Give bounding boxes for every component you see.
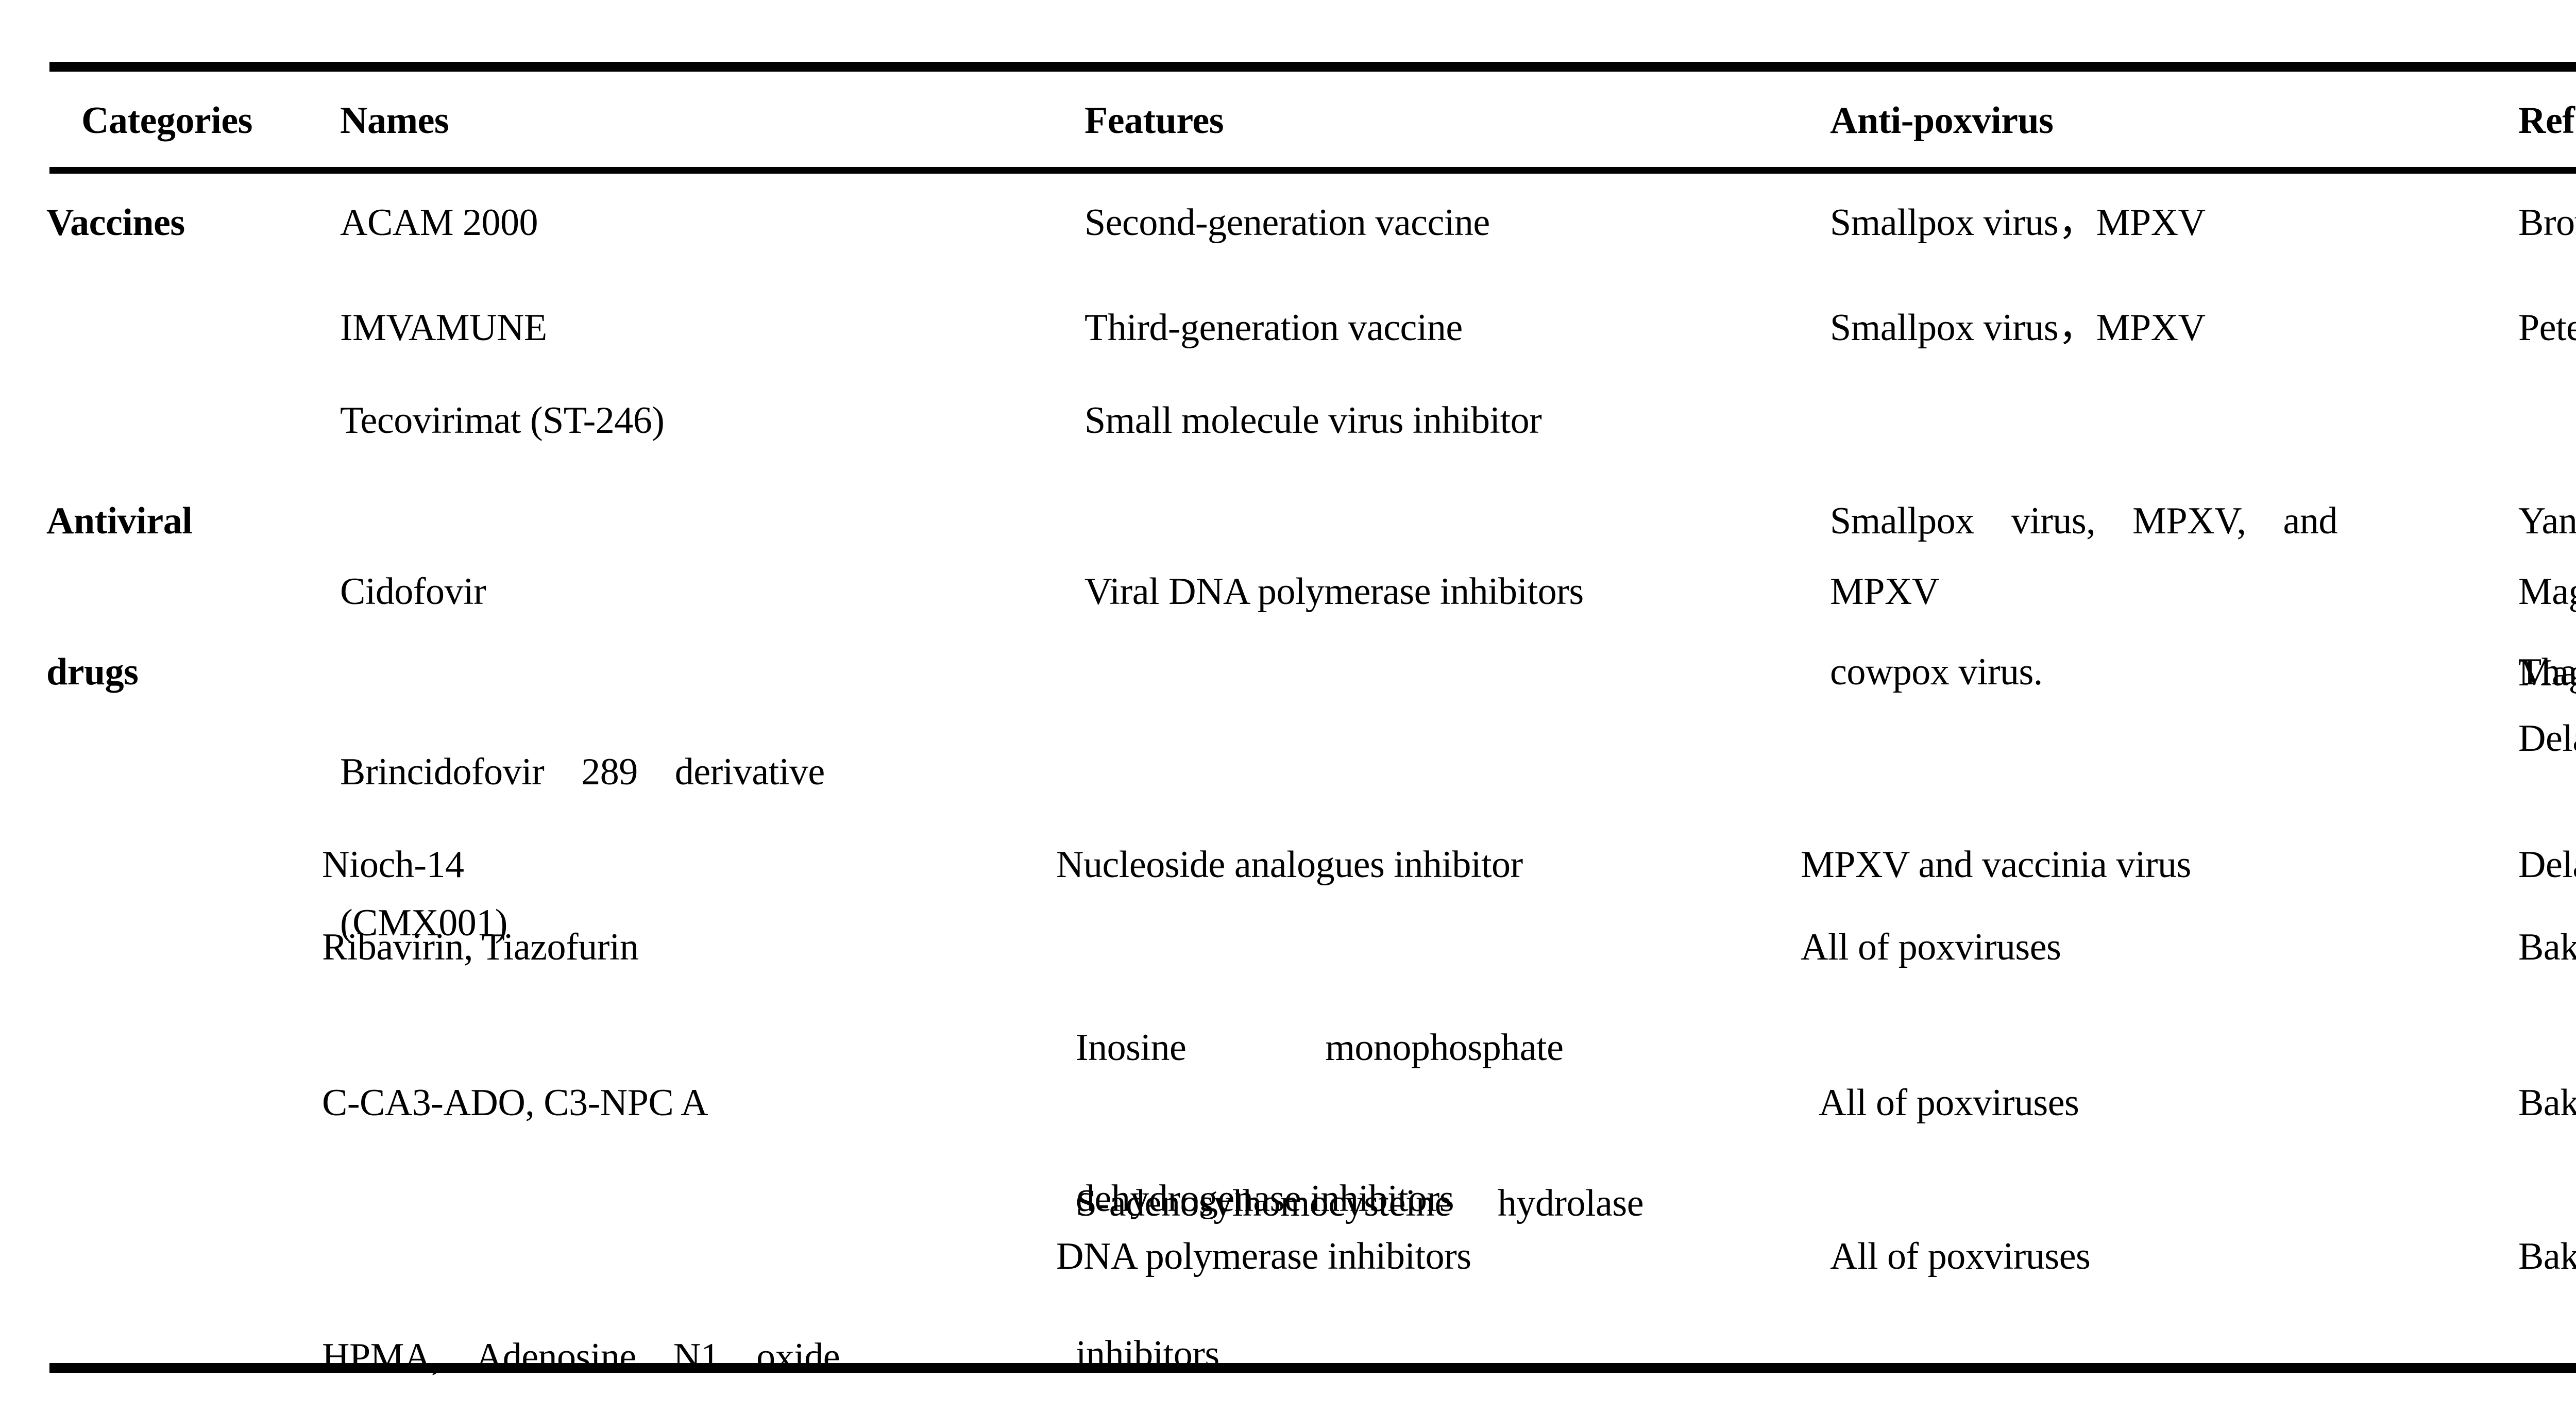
table-row-anti-ribavirin: All of poxviruses [1801, 926, 2061, 968]
table-row-name-hpma: HPMA, Adenosine N1 oxide (ANO) [322, 1232, 1038, 1412]
table-row-reference-brincidofovir-1: Magee et al., 2005 [2518, 652, 2576, 694]
table-row-reference-ribavirin: Baker et al., 2003 [2518, 926, 2576, 968]
table-row-anti-cca3ado: All of poxviruses [1819, 1082, 2079, 1124]
table-row-name-cca3ado: C-CA3-ADO, C3-NPC A [322, 1082, 708, 1124]
column-header-reference: Reference [2518, 99, 2576, 142]
category-antiviral-line2: drugs [46, 651, 139, 694]
table-row-features-nioch14: Nucleoside analogues inhibitor [1056, 844, 1523, 886]
table-row-features-cca3ado: S-adenosylhomocysteine hydrolase inhibit… [1076, 1078, 1807, 1412]
reference-tecovirimat-line1: Yang et al., 2005, [2518, 500, 2576, 543]
table-row-anti-cidofovir: MPXV [1830, 570, 1939, 613]
table-row-reference-cidofovir: Magee et al., 2008 [2518, 570, 2576, 613]
anti-tecovirimat-line2: cowpox virus. [1830, 651, 2043, 694]
table-row-reference-tecovirimat: Yang et al., 2005, Thakur et al., 2022 [2518, 396, 2576, 798]
table-row-anti-acam2000: Smallpox virus，MPXV [1830, 201, 2206, 244]
table-row-category-vaccines: Vaccines [46, 201, 185, 244]
table-row-reference-brincidofovir-2: Delaune and Iseni, 2020 [2518, 717, 2576, 760]
features-cca3ado-line2: inhibitors [1076, 1333, 1219, 1376]
table-row-reference-imvamune: Petersen et al., 2019a [2518, 307, 2576, 349]
category-antiviral-line1: Antiviral [46, 500, 193, 543]
table-row-name-ribavirin: Ribavirin, Tiazofurin [322, 926, 639, 968]
table-row-features-cidofovir: Viral DNA polymerase inhibitors [1084, 570, 1584, 613]
column-header-categories: Categories [81, 99, 252, 142]
table-row-features-acam2000: Second-generation vaccine [1084, 201, 1490, 244]
table-row-anti-hpma: All of poxviruses [1830, 1235, 2091, 1277]
table-row-reference-hpma: Baker et al., 2003 [2518, 1235, 2576, 1277]
reference-tecovirimat-line2: Thakur et al., 2022 [2518, 651, 2576, 694]
table-row-features-ribavirin: Inosine monophosphate dehydrogenase inhi… [1076, 922, 1761, 1325]
column-header-anti-poxvirus: Anti-poxvirus [1830, 99, 2054, 142]
table-row-anti-tecovirimat: Smallpox virus, MPXV, and cowpox virus. [1830, 396, 2505, 798]
name-brincidofovir-line2: (CMX001) [340, 902, 507, 945]
table-row-name-imvamune: IMVAMUNE [340, 307, 547, 349]
table-row-anti-imvamune: Smallpox virus，MPXV [1830, 307, 2206, 349]
table-bottom-rule [49, 1363, 2576, 1373]
table-row-anti-nioch14: MPXV and vaccinia virus [1801, 844, 2191, 886]
name-hpma-line1: HPMA, Adenosine N1 oxide [322, 1336, 840, 1379]
table-header-rule [49, 167, 2576, 174]
table-top-rule [49, 62, 2576, 72]
table-row-name-brincidofovir: Brincidofovir 289 derivative (CMX001) [340, 647, 953, 1049]
features-cca3ado-line1: S-adenosylhomocysteine hydrolase [1076, 1182, 1644, 1225]
name-brincidofovir-line1: Brincidofovir 289 derivative [340, 751, 825, 794]
table-row-reference-nioch14: Delaune and Iseni, 2020 [2518, 844, 2576, 886]
column-header-features: Features [1084, 99, 1224, 142]
table-row-reference-acam2000: Brown and Leggat, 2016 [2518, 201, 2576, 244]
features-ribavirin-line2: dehydrogenase inhibitors [1076, 1178, 1454, 1220]
anti-tecovirimat-line1: Smallpox virus, MPXV, and [1830, 500, 2337, 543]
column-header-names: Names [340, 99, 449, 142]
table-row-reference-cca3ado: Baker et al., 2003 [2518, 1082, 2576, 1124]
features-ribavirin-line1: Inosine monophosphate [1076, 1027, 1564, 1069]
table-row-name-acam2000: ACAM 2000 [340, 201, 538, 244]
table-row-features-hpma: DNA polymerase inhibitors [1056, 1235, 1471, 1277]
table-row-features-imvamune: Third-generation vaccine [1084, 307, 1463, 349]
table-row-features-tecovirimat: Small molecule virus inhibitor [1084, 399, 1542, 442]
table-row-name-cidofovir: Cidofovir [340, 570, 486, 613]
table-row-category-antiviral-drugs: Antiviral drugs [46, 396, 294, 798]
table-row-name-tecovirimat: Tecovirimat (ST-246) [340, 399, 665, 442]
table-row-name-nioch14: Nioch-14 [322, 844, 464, 886]
